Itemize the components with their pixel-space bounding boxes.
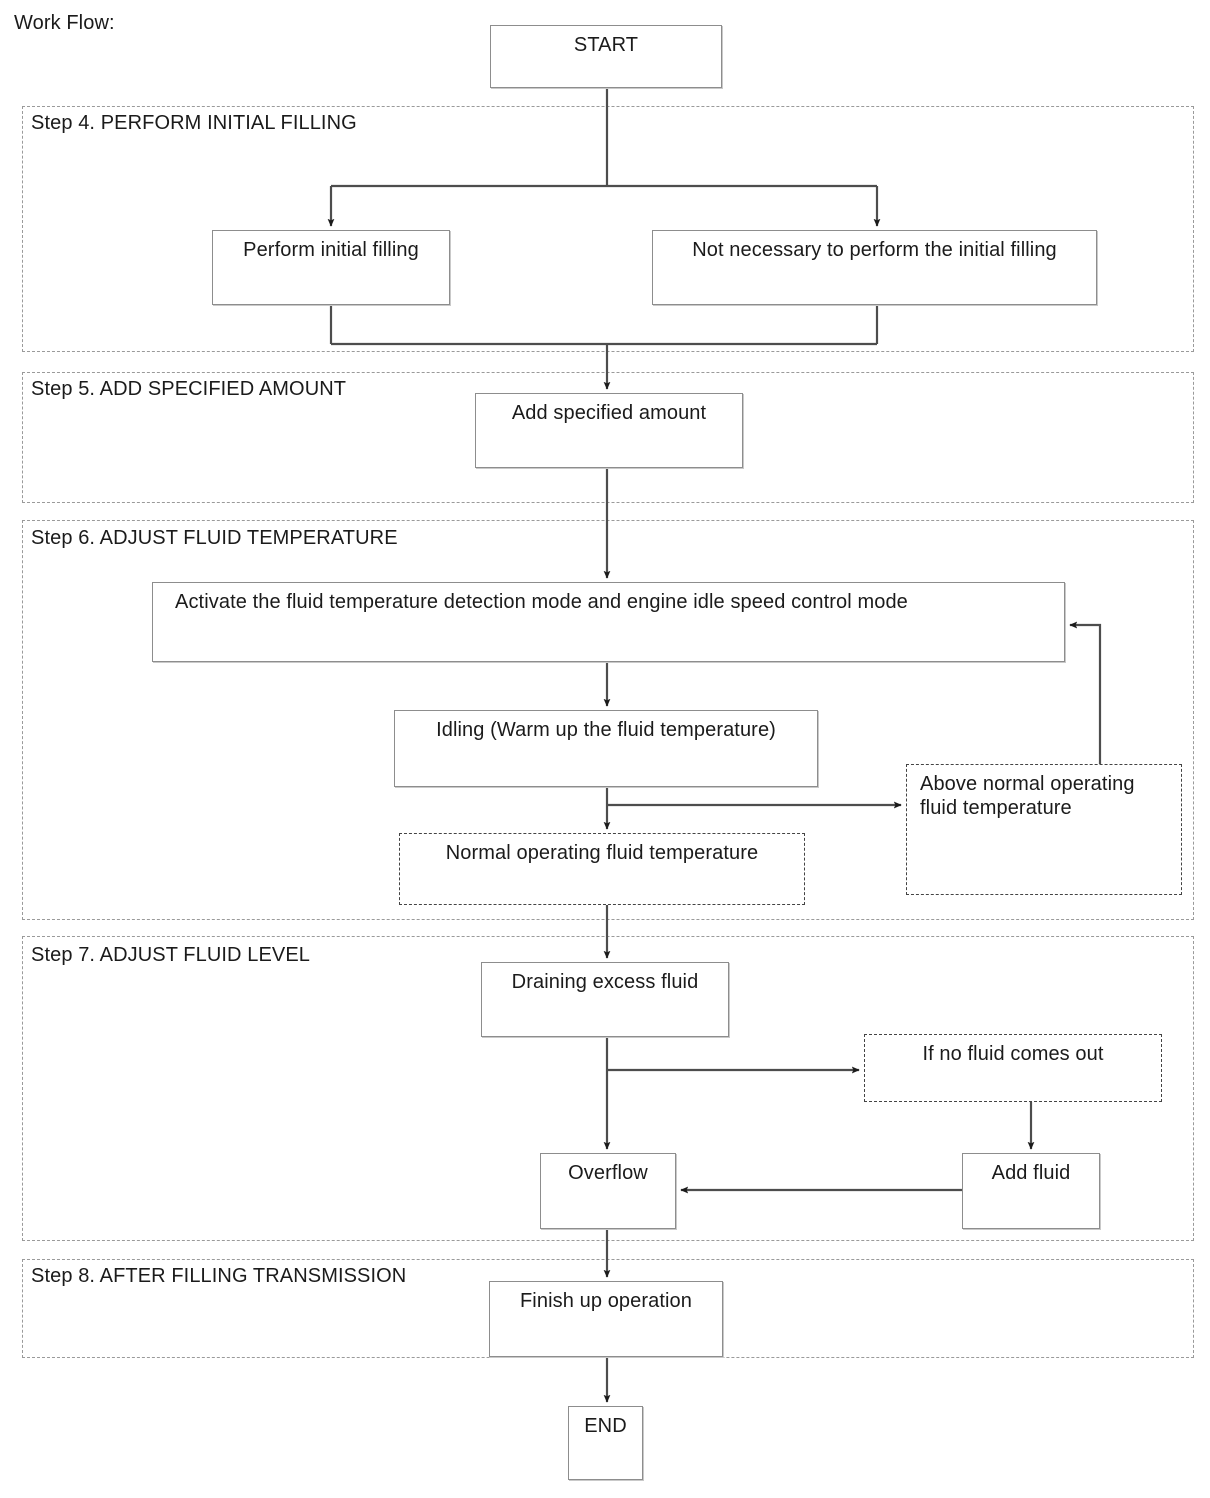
node-overflow[interactable]: Overflow bbox=[540, 1153, 676, 1229]
node-draining-excess-fluid-label: Draining excess fluid bbox=[511, 971, 699, 993]
node-idling-label: Idling (Warm up the fluid temperature) bbox=[436, 719, 776, 741]
node-start-label: START bbox=[573, 34, 639, 56]
section-title-step-6: Step 6. ADJUST FLUID TEMPERATURE bbox=[31, 527, 398, 549]
node-above-normal-operating-fluid-temperature[interactable]: Above normal operating fluid temperature bbox=[906, 764, 1182, 895]
section-title-step-7: Step 7. ADJUST FLUID LEVEL bbox=[31, 944, 311, 966]
node-perform-initial-filling[interactable]: Perform initial filling bbox=[212, 230, 450, 305]
node-not-necessary-initial-filling[interactable]: Not necessary to perform the initial fil… bbox=[652, 230, 1097, 305]
node-above-normal-operating-fluid-temperature-label: Above normal operating fluid temperature bbox=[920, 773, 1135, 819]
node-start[interactable]: START bbox=[490, 25, 722, 88]
node-normal-operating-fluid-temperature[interactable]: Normal operating fluid temperature bbox=[399, 833, 805, 905]
node-finish-up-operation[interactable]: Finish up operation bbox=[489, 1281, 723, 1357]
section-title-step-5: Step 5. ADD SPECIFIED AMOUNT bbox=[31, 378, 347, 400]
node-perform-initial-filling-label: Perform initial filling bbox=[243, 239, 419, 261]
section-step-4 bbox=[22, 106, 1194, 352]
section-title-step-4: Step 4. PERFORM INITIAL FILLING bbox=[31, 112, 357, 134]
node-activate-modes[interactable]: Activate the fluid temperature detection… bbox=[152, 582, 1065, 662]
node-finish-up-operation-label: Finish up operation bbox=[519, 1290, 692, 1312]
node-end-label: END bbox=[584, 1415, 627, 1437]
node-if-no-fluid-comes-out[interactable]: If no fluid comes out bbox=[864, 1034, 1162, 1102]
node-add-fluid[interactable]: Add fluid bbox=[962, 1153, 1100, 1229]
node-add-specified-amount-label: Add specified amount bbox=[511, 402, 707, 424]
node-idling[interactable]: Idling (Warm up the fluid temperature) bbox=[394, 710, 818, 787]
node-not-necessary-initial-filling-label: Not necessary to perform the initial fil… bbox=[692, 239, 1057, 261]
section-title-step-8: Step 8. AFTER FILLING TRANSMISSION bbox=[31, 1265, 407, 1287]
node-activate-modes-label: Activate the fluid temperature detection… bbox=[175, 591, 908, 613]
node-end[interactable]: END bbox=[568, 1406, 643, 1480]
node-add-specified-amount[interactable]: Add specified amount bbox=[475, 393, 743, 468]
node-normal-operating-fluid-temperature-label: Normal operating fluid temperature bbox=[445, 842, 759, 864]
node-if-no-fluid-comes-out-label: If no fluid comes out bbox=[922, 1043, 1104, 1065]
node-add-fluid-label: Add fluid bbox=[991, 1162, 1071, 1184]
node-overflow-label: Overflow bbox=[568, 1162, 648, 1184]
work-flow-caption: Work Flow: bbox=[14, 12, 115, 34]
node-draining-excess-fluid[interactable]: Draining excess fluid bbox=[481, 962, 729, 1037]
